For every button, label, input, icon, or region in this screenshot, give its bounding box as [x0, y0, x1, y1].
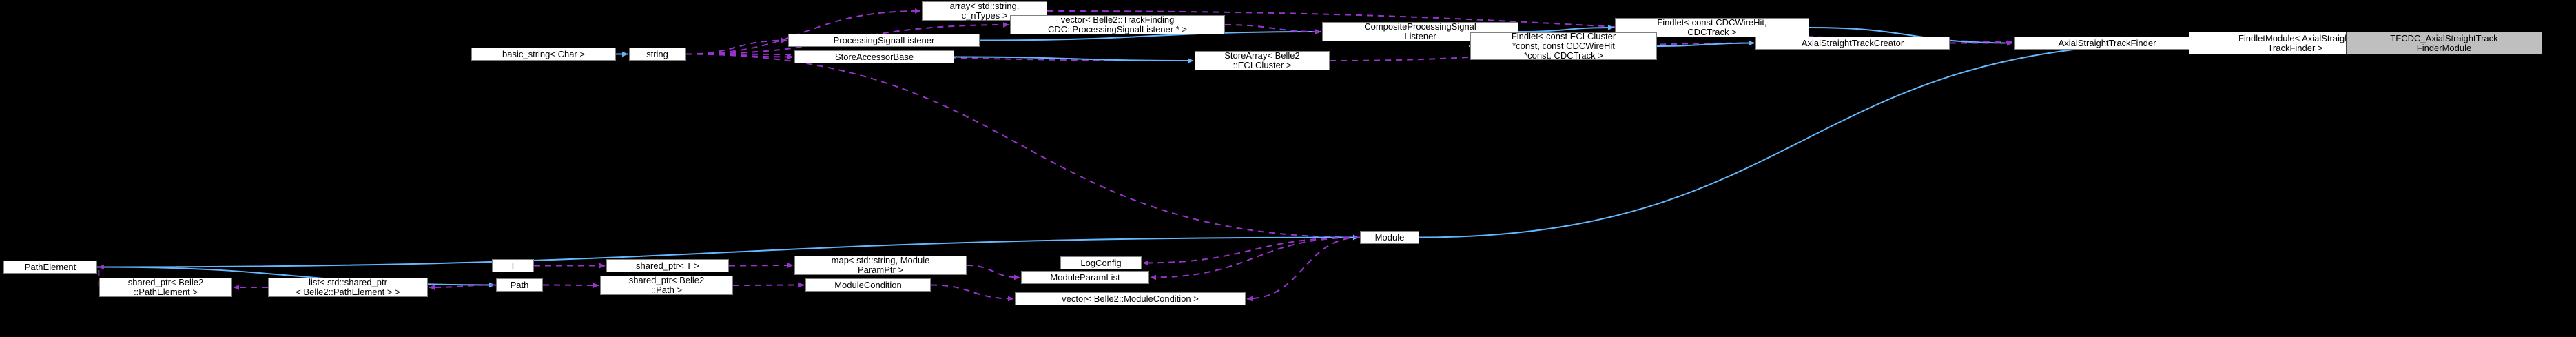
- class-node-module_condition[interactable]: ModuleCondition: [805, 278, 931, 292]
- edge-findlet_ecl-to-axial_creator: [1656, 40, 1755, 47]
- class-node-vector_psl[interactable]: vector< Belle2::TrackFinding CDC::Proces…: [1010, 15, 1225, 34]
- class-node-axial_finder[interactable]: AxialStraightTrackFinder: [2014, 37, 2201, 50]
- class-node-basic_string[interactable]: basic_string< Char >: [471, 48, 616, 61]
- edge-module-to-findlet_module: [1419, 40, 2188, 238]
- class-node-list_shared_pe[interactable]: list< std::shared_ptr < Belle2::PathElem…: [268, 278, 428, 297]
- class-node-shared_ptr_t[interactable]: shared_ptr< T >: [606, 259, 729, 272]
- edge-path-to-shared_ptr_path: [542, 283, 599, 288]
- class-node-module_param_list[interactable]: ModuleParamList: [1021, 271, 1149, 284]
- class-node-store_accessor[interactable]: StoreAccessorBase: [794, 50, 954, 63]
- class-node-axial_creator[interactable]: AxialStraightTrackCreator: [1755, 37, 1950, 50]
- class-node-log_config[interactable]: LogConfig: [1060, 256, 1142, 269]
- class-node-path[interactable]: Path: [496, 278, 543, 292]
- class-node-shared_ptr_pe[interactable]: shared_ptr< Belle2 ::PathElement >: [99, 278, 232, 297]
- edge-vector_psl-to-composite_psl: [1224, 24, 1321, 34]
- edge-module-to-module_param_list: [1150, 236, 1361, 280]
- class-node-map_module_param[interactable]: map< std::string, Module ParamPtr >: [794, 256, 967, 275]
- edge-string-to-store_accessor: [685, 53, 794, 60]
- edge-store_accessor-to-store_array_ecl: [954, 56, 1194, 63]
- class-node-t_node[interactable]: T: [492, 259, 534, 272]
- edge-string-to-module: [685, 53, 1359, 241]
- class-node-path_element[interactable]: PathElement: [3, 261, 97, 274]
- class-node-array_string[interactable]: array< std::string, c_nTypes >: [922, 1, 1047, 21]
- class-node-findlet_ecl[interactable]: Findlet< const ECLCluster *const, const …: [1470, 32, 1657, 61]
- class-node-string[interactable]: string: [629, 48, 686, 61]
- edge-string-to-processing_sl: [685, 37, 787, 55]
- edge-map_module_param-to-module_param_list: [966, 265, 1020, 280]
- edge-shared_ptr_path-to-module_condition: [732, 282, 805, 288]
- edge-path-to-list_shared_pe: [429, 284, 497, 290]
- class-node-processing_sl[interactable]: ProcessingSignalListener: [788, 34, 980, 47]
- edge-shared_ptr_t-to-map_module_param: [728, 263, 794, 268]
- class-node-vector_module_cond[interactable]: vector< Belle2::ModuleCondition >: [1015, 292, 1246, 305]
- class-node-tfcdc_module[interactable]: TFCDC_AxialStraightTrack FinderModule: [2346, 32, 2542, 54]
- edge-module-to-vector_module_cond: [1246, 236, 1361, 302]
- edge-module_condition-to-vector_module_cond: [930, 284, 1014, 302]
- class-node-module[interactable]: Module: [1360, 231, 1419, 244]
- edge-module-to-log_config: [1142, 236, 1361, 266]
- class-node-store_array_ecl[interactable]: StoreArray< Belle2 ::ECLCluster >: [1195, 51, 1330, 70]
- edge-string-to-array_string: [685, 8, 921, 55]
- class-node-shared_ptr_path[interactable]: shared_ptr< Belle2 ::Path >: [600, 276, 733, 295]
